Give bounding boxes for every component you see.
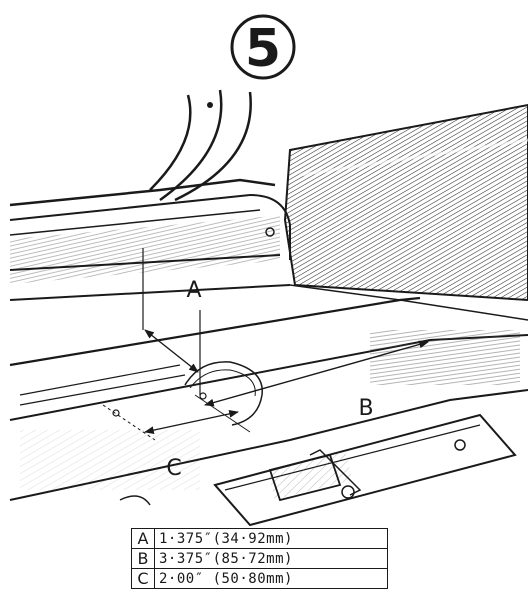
table-row: B 3·375″(85·72mm)	[131, 548, 388, 569]
label-a: A	[186, 278, 201, 303]
door-pillar	[149, 89, 252, 202]
table-row: A 1·375″(34·92mm)	[131, 528, 388, 549]
label-c: C	[166, 456, 181, 481]
dimension-key: C	[131, 568, 155, 589]
dimension-c: C	[102, 394, 251, 481]
seat-bracket	[119, 413, 517, 527]
dimension-value: 3·375″(85·72mm)	[154, 548, 388, 569]
window-glass	[283, 103, 528, 302]
dimension-table: A 1·375″(34·92mm) B 3·375″(85·72mm) C 2·…	[131, 528, 388, 589]
figure-number: 5	[245, 19, 281, 79]
dimension-b: B	[199, 340, 429, 421]
figure-number-badge: 5	[230, 14, 296, 80]
label-b: B	[358, 396, 373, 421]
table-row: C 2·00″ (50·80mm)	[131, 568, 388, 589]
dimension-a: A	[142, 248, 202, 395]
dimension-key: B	[131, 548, 155, 569]
dimension-value: 2·00″ (50·80mm)	[154, 568, 388, 589]
dimension-value: 1·375″(34·92mm)	[154, 528, 388, 549]
dimension-key: A	[131, 528, 155, 549]
